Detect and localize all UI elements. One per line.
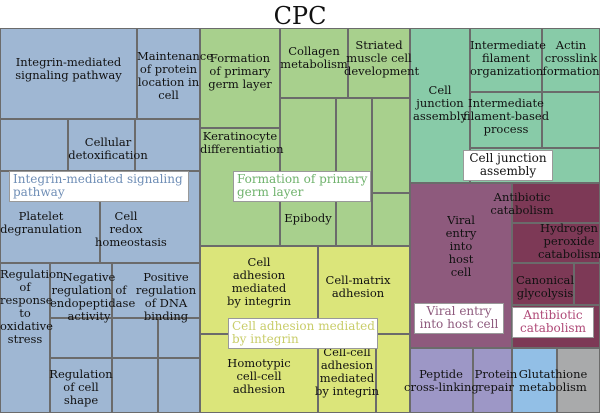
cell-yellow-small: [376, 334, 410, 413]
label-striated: Striated muscle cell development: [344, 38, 420, 78]
cell-blue-mid-a: [50, 318, 112, 358]
cell-junction-assembly: [410, 28, 470, 183]
label-canonical-glycolysis: Canonical glycolysis: [515, 273, 575, 300]
label-homotypic: Homotypic cell-cell adhesion: [227, 356, 291, 396]
label-actin: Actin crosslink formation: [542, 38, 600, 78]
label-peptide-crosslinking: Peptide cross-linking: [404, 367, 479, 394]
cell-blue-bottom-a: [112, 358, 158, 413]
group-label-viral-entry: Viral entry into host cell: [414, 303, 504, 334]
group-label-antibiotic: Antibiotic catabolism: [512, 307, 594, 338]
cell-cellular-detox: [68, 119, 135, 171]
cell-green-strip-c: [372, 98, 410, 193]
label-negative-endopeptidase: Negative regulation of endopeptidase act…: [50, 270, 136, 323]
label-positive-dna: Positive regulation of DNA binding: [135, 270, 197, 323]
label-epibody: Epibody: [284, 211, 332, 225]
treemap: Integrin-mediated signaling pathway Main…: [0, 28, 600, 413]
cell-striated: [348, 28, 410, 98]
label-adhesion-integrin: Cell adhesion mediated by integrin: [227, 255, 291, 308]
cell-hydrogen-peroxide: [512, 223, 600, 263]
cell-regulation-shape: [50, 358, 112, 413]
cell-regulation-oxidative: [0, 263, 50, 413]
cell-glutathione-gray: [557, 348, 600, 413]
cell-protein-repair: [473, 348, 512, 413]
group-label-integrin: Integrin-mediated signaling pathway: [9, 171, 189, 202]
label-redox: Cell redox homeostasis: [95, 209, 167, 249]
label-viral-entry: Viral entry into host cell: [445, 213, 477, 279]
cell-teal-right: [542, 92, 600, 148]
cell-blue-bottom-b: [158, 358, 200, 413]
label-cell-cell-integrin: Cell-cell adhesion mediated by integrin: [315, 345, 379, 398]
cell-left-small: [0, 119, 68, 171]
label-keratinocyte: Keratinocyte differentiation: [200, 129, 284, 156]
cell-green-low-b: [372, 193, 410, 246]
cell-intermediate-org: [470, 28, 542, 92]
cell-blue-mid-b: [112, 318, 158, 358]
label-integrin-pathway: Integrin-mediated signaling pathway: [15, 55, 122, 82]
cell-maintenance-protein: [137, 28, 200, 119]
label-intermediate-process: Intermediate filament-based process: [462, 96, 550, 136]
label-hydrogen-peroxide: Hydrogen peroxide catabolism: [538, 221, 600, 261]
label-cellular-detox: Cellular detoxification: [68, 135, 148, 162]
cell-integrin-pathway: [0, 28, 137, 119]
cell-blue-mid-c: [158, 318, 200, 358]
label-regulation-oxidative: Regulation of response to oxidative stre…: [0, 267, 64, 346]
cell-canonical-glycolysis: [512, 263, 574, 305]
label-protein-repair: Protein repair: [474, 367, 518, 394]
group-label-germ-layer: Formation of primary germ layer: [233, 171, 371, 202]
cell-actin: [542, 28, 600, 92]
group-label-cell-junction: Cell junction assembly: [463, 150, 553, 181]
cell-collagen: [280, 28, 348, 98]
cell-positive-dna: [112, 263, 200, 318]
label-antibiotic-catabolism: Antibiotic catabolism: [490, 190, 554, 217]
cell-intermediate-process: [470, 92, 542, 148]
label-collagen: Collagen metabolism: [280, 44, 348, 71]
group-label-cell-adhesion: Cell adhesion mediated by integrin: [228, 318, 378, 349]
label-glutathione: Glutathione metabolism: [518, 367, 588, 394]
cell-formation-germ: [200, 28, 280, 128]
label-platelet: Platelet degranulation: [0, 209, 82, 236]
chart-title: CPC: [273, 2, 327, 30]
label-maintenance-protein: Maintenance of protein location in cell: [137, 49, 214, 102]
label-regulation-shape: Regulation of cell shape: [49, 367, 113, 407]
label-formation-germ: Formation of primary germ layer: [208, 51, 272, 91]
cell-detox-right: [135, 119, 200, 171]
cell-negative-endopeptidase: [50, 263, 112, 318]
cell-peptide-crosslinking: [410, 348, 473, 413]
label-cell-matrix: Cell-matrix adhesion: [325, 273, 391, 300]
label-cell-junction-assembly: Cell junction assembly: [413, 83, 467, 123]
label-intermediate-org: Intermediate filament organization: [470, 38, 546, 78]
